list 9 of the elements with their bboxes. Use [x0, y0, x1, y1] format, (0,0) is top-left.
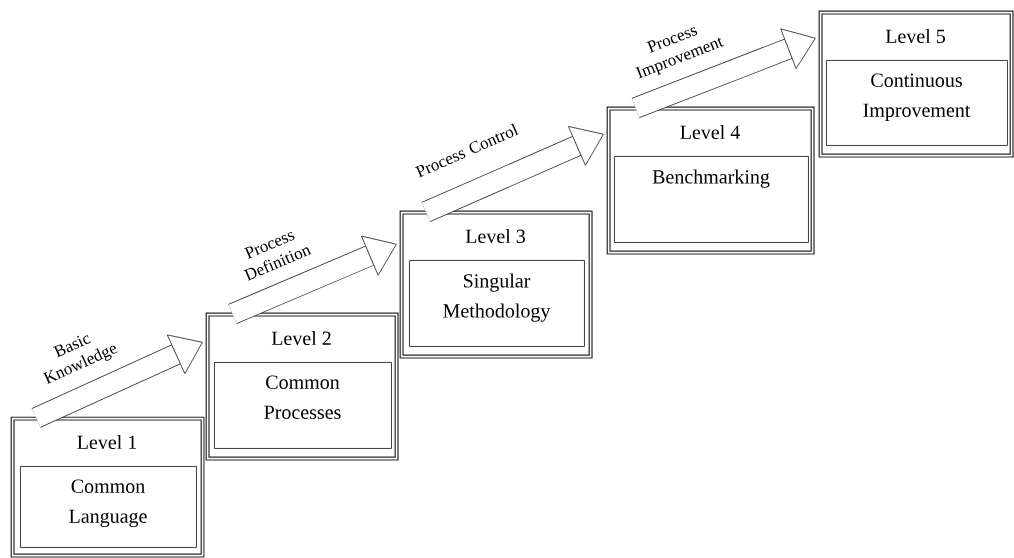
- description-box: Common Language: [20, 466, 197, 548]
- arrow: [31, 334, 203, 428]
- description-box: Continuous Improvement: [826, 60, 1008, 146]
- description-box: Benchmarking: [614, 156, 809, 243]
- description-box: Common Processes: [214, 362, 392, 449]
- description-box: Singular Methodology: [409, 260, 585, 347]
- arrow: [631, 28, 816, 119]
- arrow: [228, 235, 397, 324]
- arrow: [421, 125, 604, 222]
